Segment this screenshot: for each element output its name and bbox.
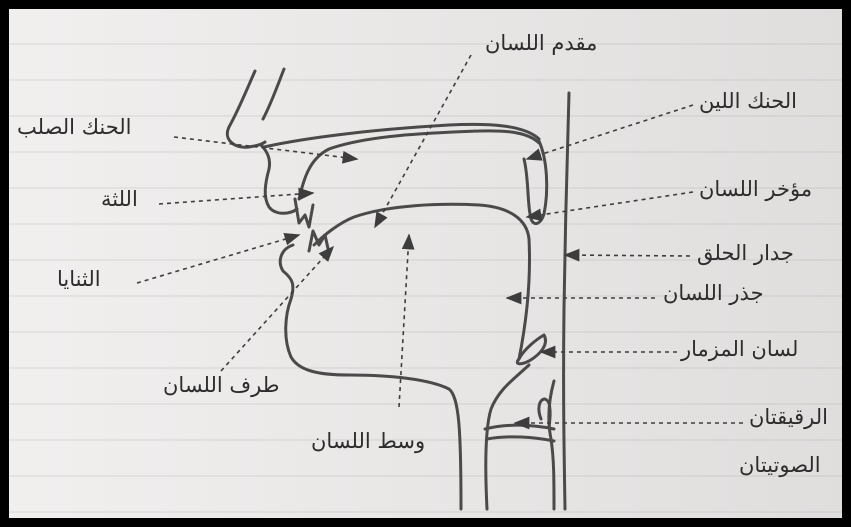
- upper-lip-outline: [261, 145, 297, 213]
- label-hard-palate: الحنك الصلب: [17, 115, 132, 139]
- nose-inner-line: [263, 69, 284, 119]
- nose-outline: [227, 71, 265, 147]
- hard-palate-curve: [299, 131, 539, 199]
- vocal-cords: [485, 425, 554, 429]
- leader-tongue-back: [527, 192, 693, 217]
- label-alveolar-ridge: اللثة: [101, 187, 138, 211]
- leader-pharynx: [565, 255, 690, 256]
- upper-incisor: [295, 199, 313, 227]
- pharynx-wall: [564, 93, 569, 509]
- label-tongue-front: مقدم اللسان: [485, 31, 597, 55]
- lower-incisor: [309, 231, 329, 253]
- label-epiglottis: لسان المزمار: [681, 337, 798, 361]
- label-tongue-root: جذر اللسان: [663, 281, 764, 305]
- label-pharynx-wall: جدار الحلق: [697, 241, 794, 265]
- label-tongue-back: مؤخر اللسان: [699, 177, 812, 201]
- leader-tongue-tip: [221, 247, 333, 371]
- vocal-cords-lower: [487, 437, 554, 441]
- label-incisors: الثنايا: [57, 267, 101, 291]
- leader-tongue-front: [375, 55, 471, 227]
- label-soft-palate: الحنك اللين: [699, 89, 797, 113]
- tongue-outline: [314, 204, 530, 359]
- soft-palate-outline: [524, 141, 547, 224]
- label-tongue-middle: وسط اللسان: [311, 429, 425, 453]
- label-vocal-cords-line2: الصوتيتان: [739, 453, 821, 477]
- leader-alveolar: [159, 193, 313, 204]
- diagram-frame: الحنك الصلب اللثة الثنايا طرف اللسان وسط…: [9, 9, 842, 518]
- label-vocal-cords-line1: الرقيقتان: [749, 405, 828, 429]
- lower-jaw-outline: [280, 245, 461, 509]
- larynx-right: [549, 381, 554, 509]
- leader-incisors: [137, 235, 299, 283]
- label-tongue-tip: طرف اللسان: [163, 373, 279, 397]
- leader-tongue-middle: [399, 235, 409, 407]
- leader-soft-palate: [527, 105, 693, 159]
